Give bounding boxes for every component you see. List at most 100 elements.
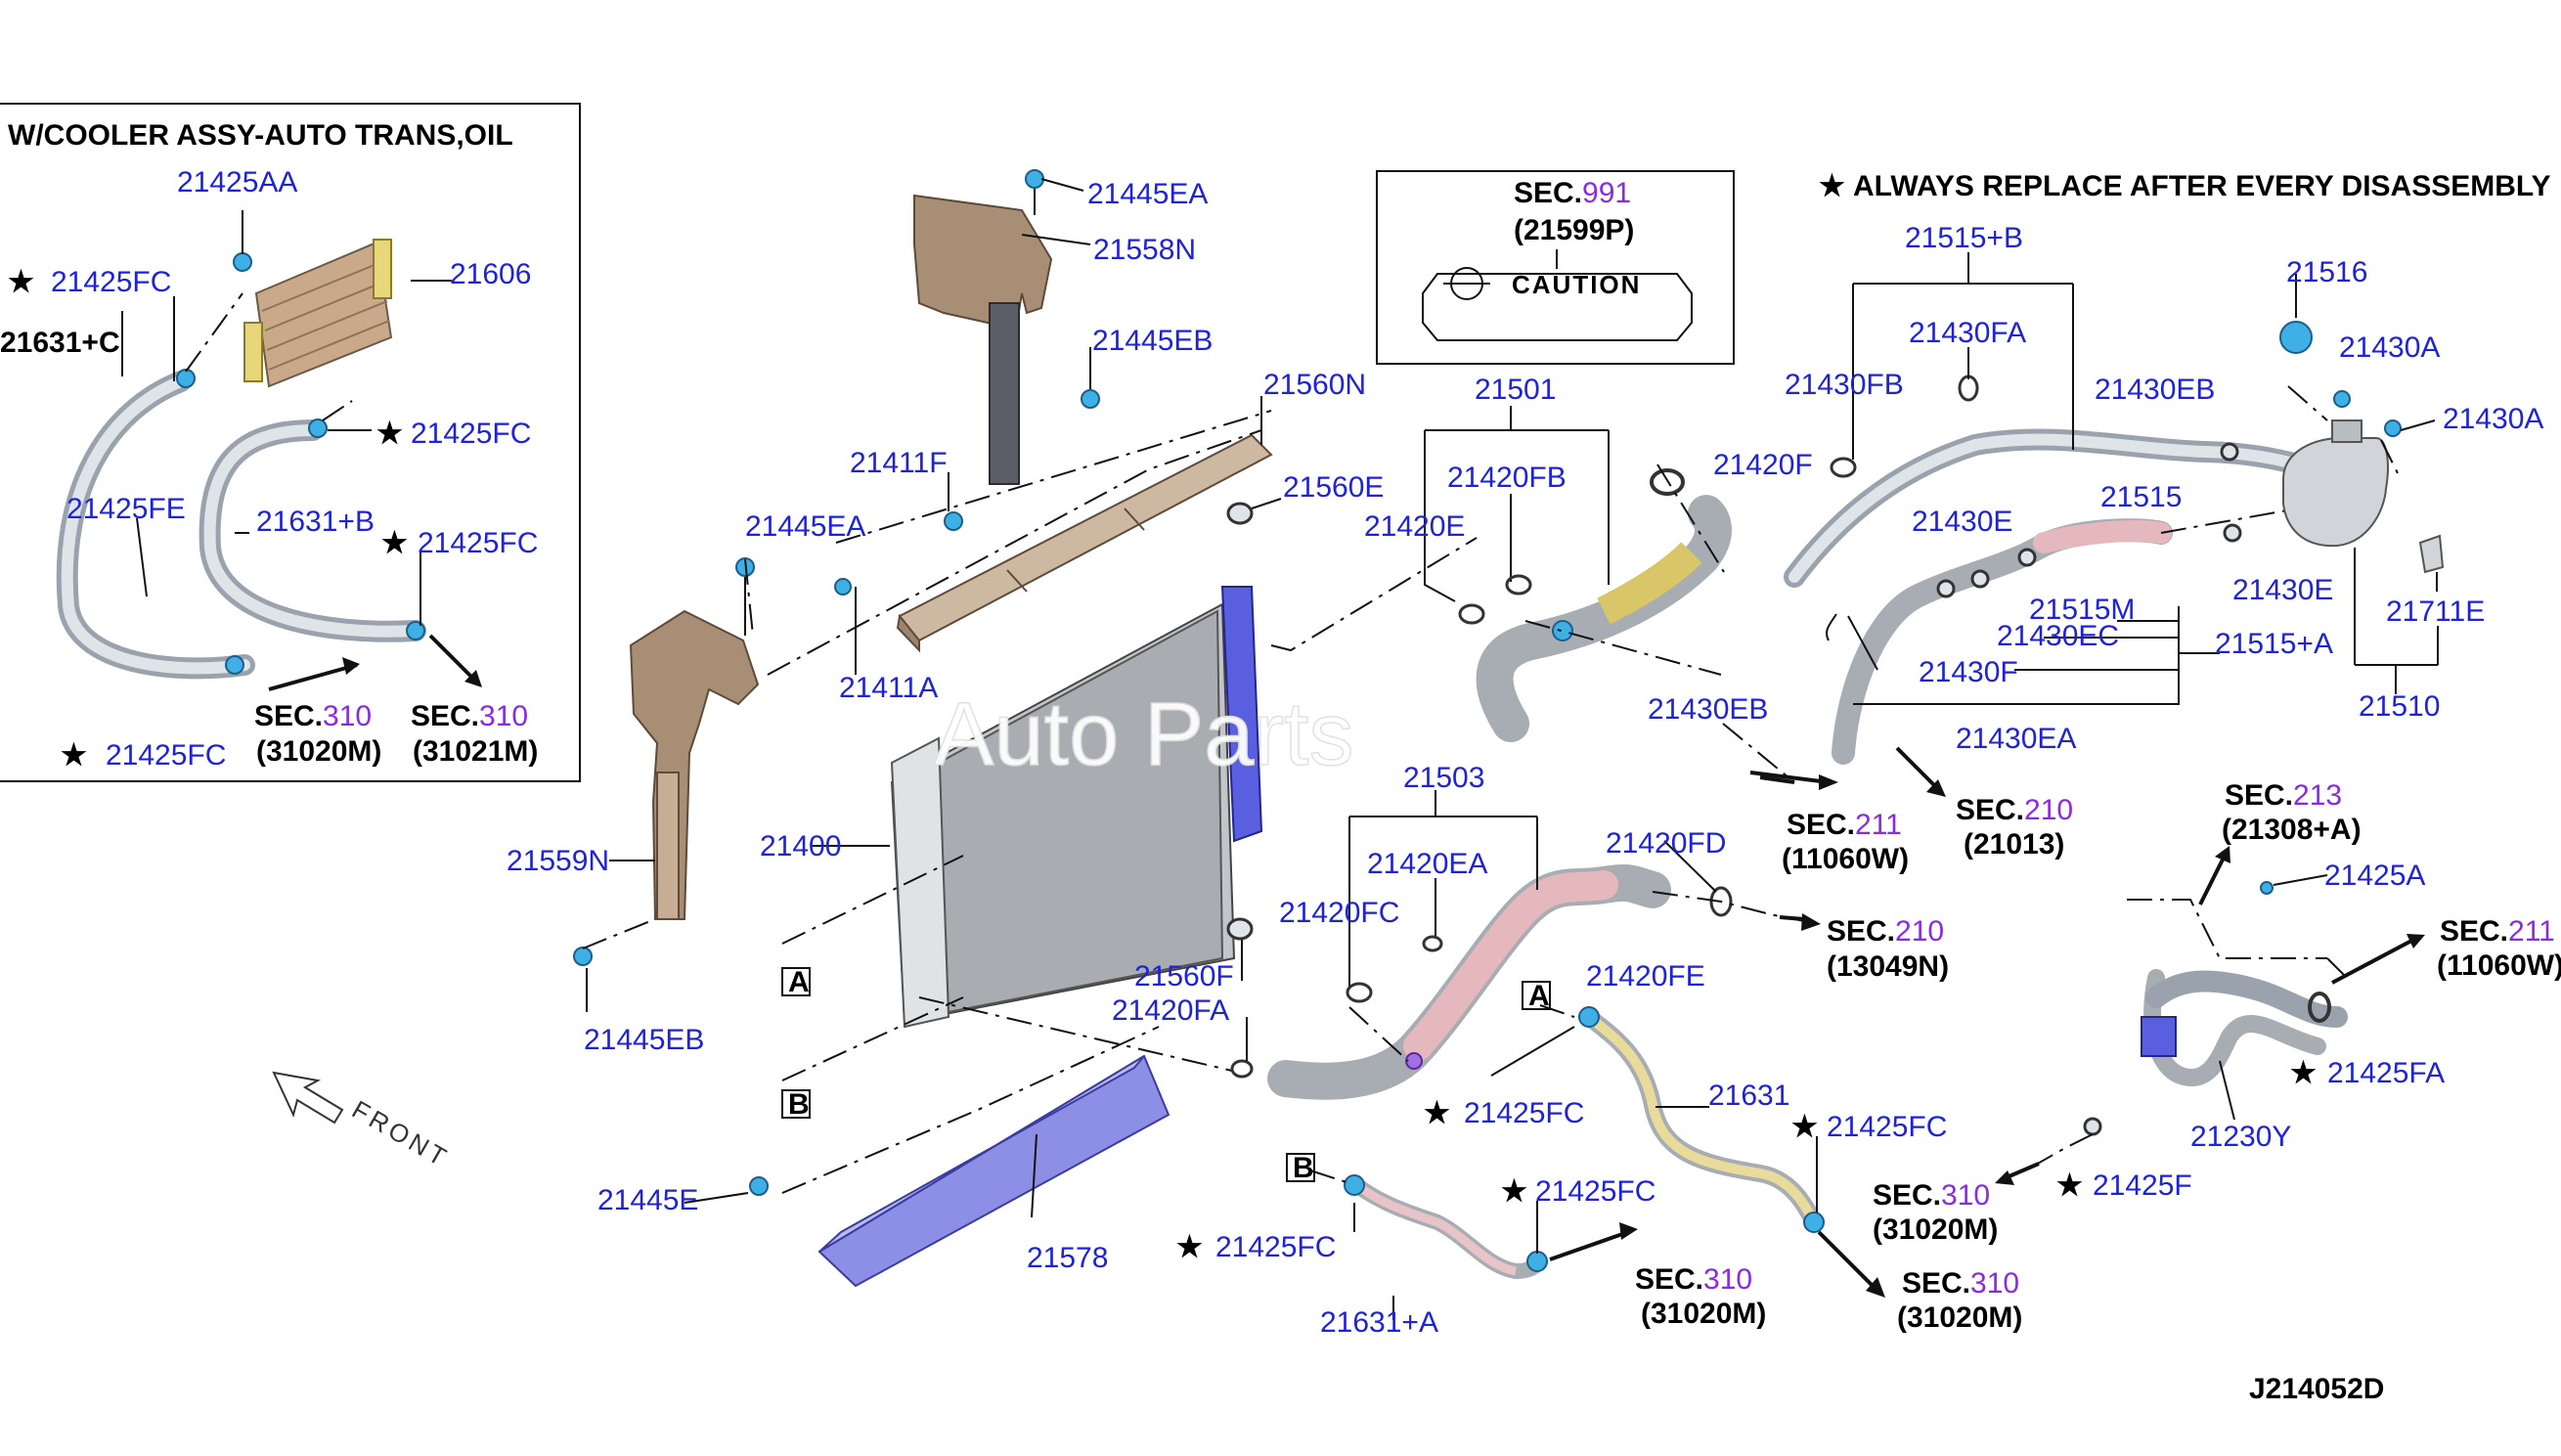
callout-21430F[interactable]: 21430F (1919, 656, 2018, 688)
callout-21578[interactable]: 21578 (1027, 1242, 1108, 1274)
front-label: FRONT (347, 1094, 455, 1173)
callout-21420F[interactable]: 21420F (1713, 449, 1813, 481)
callout-21631[interactable]: 21631 (1708, 1080, 1789, 1112)
sec-ref-310-inset-b[interactable]: SEC.310 (31021M) (411, 700, 538, 768)
callout-21425FC[interactable]: 21425FC (106, 739, 226, 772)
svg-text:(11060W): (11060W) (1782, 843, 1909, 875)
callout-21425FC[interactable]: 21425FC (411, 418, 531, 450)
callout-21516[interactable]: 21516 (2286, 256, 2367, 288)
sec-ref-310-inset-a[interactable]: SEC.310 (31020M) (254, 700, 381, 768)
callout-21711E[interactable]: 21711E (2386, 596, 2485, 628)
callout-21420FA[interactable]: 21420FA (1112, 994, 1229, 1027)
callout-21230Y[interactable]: 21230Y (2190, 1121, 2291, 1153)
callout-21631b[interactable]: 21631+B (256, 506, 375, 538)
callout-21420FE[interactable]: 21420FE (1586, 960, 1705, 993)
lower-cover-21578 (817, 1054, 1170, 1288)
callout-21445EB[interactable]: 21445EB (1092, 325, 1213, 357)
callout-21411F[interactable]: 21411F (850, 447, 948, 479)
svg-text:SEC.211: SEC.211 (1787, 809, 1902, 841)
callout-21425AA[interactable]: 21425AA (177, 166, 297, 199)
callout-21445EA[interactable]: 21445EA (1087, 178, 1208, 210)
reservoir-cap-21516 (2279, 321, 2313, 354)
callout-21411A[interactable]: 21411A (839, 672, 938, 704)
callout-21515B[interactable]: 21515+B (1905, 222, 2023, 254)
callout-21425FC[interactable]: 21425FC (1535, 1175, 1656, 1208)
callout-21425FC[interactable]: 21425FC (51, 266, 171, 298)
callout-21430FB[interactable]: 21430FB (1785, 369, 1904, 401)
callout-21606[interactable]: 21606 (450, 258, 531, 290)
callout-21430A[interactable]: 21430A (2443, 403, 2543, 435)
callout-21430E[interactable]: 21430E (2232, 574, 2333, 606)
inset-cooler-assy: W/COOLER ASSY-AUTO TRANS,OIL (0, 103, 581, 782)
callout-21560N[interactable]: 21560N (1263, 369, 1366, 401)
callout-21425A[interactable]: 21425A (2324, 860, 2425, 892)
star-icon: ★ (2290, 1057, 2317, 1089)
callout-21501[interactable]: 21501 (1475, 374, 1556, 406)
svg-text:SEC.310: SEC.310 (1635, 1263, 1752, 1296)
callout-21560E[interactable]: 21560E (1283, 471, 1384, 504)
sec-ref-310-a[interactable]: SEC.310 (31020M) (1873, 1179, 1998, 1246)
callout-21430A[interactable]: 21430A (2339, 331, 2440, 364)
sec-ref-211-a[interactable]: SEC.211 (11060W) (1782, 809, 1909, 875)
callout-21560F[interactable]: 21560F (1134, 960, 1234, 993)
svg-text:(21599P): (21599P) (1514, 214, 1634, 246)
callout-21425FC[interactable]: 21425FC (1827, 1111, 1947, 1143)
sec-ref-210-a[interactable]: SEC.210 (21013) (1956, 794, 2073, 860)
callout-21510[interactable]: 21510 (2359, 690, 2440, 723)
upper-mount-21560n (896, 433, 1273, 653)
svg-text:(31020M): (31020M) (1873, 1213, 1998, 1246)
callout-21515M[interactable]: 21515M (2029, 594, 2135, 626)
callout-21425FC[interactable]: 21425FC (1464, 1097, 1584, 1129)
callout-21430EB[interactable]: 21430EB (1648, 693, 1768, 726)
callout-21400[interactable]: 21400 (760, 830, 841, 862)
arrow-sec310-c (1817, 1230, 1879, 1293)
arrow-sec211-b (2331, 937, 2416, 985)
callout-21420E[interactable]: 21420E (1364, 510, 1465, 543)
svg-text:SEC.310: SEC.310 (254, 700, 372, 732)
svg-text:(21013): (21013) (1964, 828, 2064, 860)
diagram-code: J214052D (2249, 1373, 2384, 1405)
callout-21425F[interactable]: 21425F (2093, 1169, 2192, 1202)
sec-ref-211-b[interactable]: SEC.211 (11060W) (2437, 915, 2561, 982)
svg-text:SEC.211: SEC.211 (2440, 915, 2555, 948)
callout-21503[interactable]: 21503 (1403, 762, 1484, 794)
sec-ref-310-c[interactable]: SEC.310 (31020M) (1897, 1267, 2022, 1334)
callout-21430EC[interactable]: 21430EC (1997, 620, 2119, 652)
callout-21515[interactable]: 21515 (2100, 481, 2182, 513)
sec-ref-210-b[interactable]: SEC.210 (13049N) (1827, 915, 1949, 983)
callout-21631c[interactable]: 21631+C (0, 327, 120, 359)
callout-21445E[interactable]: 21445E (597, 1184, 698, 1216)
svg-text:B: B (788, 1088, 810, 1121)
caution-label-21599p[interactable]: SEC.991 (21599P) CAUTION (1376, 170, 1735, 365)
callout-21445EB[interactable]: 21445EB (584, 1024, 704, 1056)
callout-21445EA[interactable]: 21445EA (745, 510, 865, 543)
star-icon: ★ (61, 739, 87, 772)
callout-21430FA[interactable]: 21430FA (1909, 317, 2026, 349)
callout-21558N[interactable]: 21558N (1093, 234, 1196, 266)
callout-21425FC[interactable]: 21425FC (1215, 1231, 1336, 1263)
arrow-sec310-b (268, 663, 358, 691)
callout-21420FD[interactable]: 21420FD (1606, 827, 1726, 860)
callout-21425FC[interactable]: 21425FC (418, 527, 538, 559)
callout-21420EA[interactable]: 21420EA (1367, 848, 1487, 880)
sec-ref-213[interactable]: SEC.213 (21308+A) (2222, 779, 2362, 846)
star-icon: ★ (1819, 170, 1845, 202)
callout-21515A[interactable]: 21515+A (2215, 628, 2333, 660)
sec-ref-310-b[interactable]: SEC.310 (31020M) (1635, 1263, 1766, 1330)
callout-21420FC[interactable]: 21420FC (1279, 897, 1399, 929)
svg-text:SEC.310: SEC.310 (1902, 1267, 2019, 1300)
callout-21420FB[interactable]: 21420FB (1447, 462, 1567, 494)
svg-text:(31021M): (31021M) (413, 735, 538, 768)
callout-21631a[interactable]: 21631+A (1320, 1306, 1438, 1339)
callout-21425FA[interactable]: 21425FA (2327, 1057, 2445, 1089)
svg-text:SEC.991: SEC.991 (1514, 177, 1631, 209)
watermark: Auto Parts (934, 684, 1354, 784)
callout-21430E[interactable]: 21430E (1912, 506, 2012, 538)
callout-21430EB[interactable]: 21430EB (2095, 374, 2215, 406)
bracket-21711e (2418, 534, 2445, 574)
callout-21559N[interactable]: 21559N (507, 845, 609, 877)
callout-21425FE[interactable]: 21425FE (66, 493, 186, 525)
callout-21430EA[interactable]: 21430EA (1956, 723, 2076, 755)
svg-text:SEC.210: SEC.210 (1956, 794, 2073, 826)
